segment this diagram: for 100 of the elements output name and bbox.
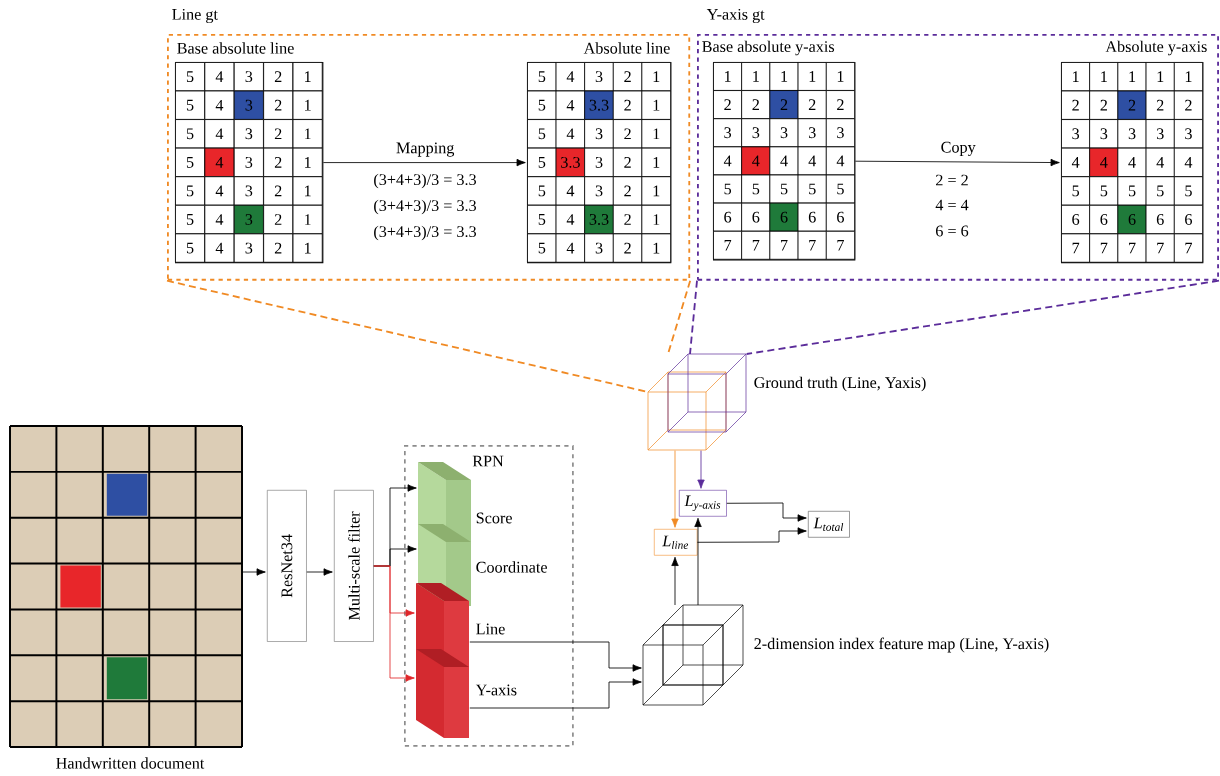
table-cell: 5 [797,174,827,204]
arrow [373,565,415,682]
table-cell: 6 [741,202,771,232]
grid-title: Absolute line [583,42,670,54]
table-cell: 4 [204,147,235,177]
grid-title: Base absolute y-axis [702,40,835,56]
table-cell: 5 [527,176,557,206]
table-cell: 3 [713,118,743,148]
table-cell: 3 [233,90,264,120]
table-cell: 4 [797,146,827,176]
table-cell: 4 [555,233,586,263]
table-cell: 1 [641,204,672,235]
node-label: Y-axis [475,684,517,696]
table-cell: 4 [1173,147,1204,177]
table-cell: 5 [1117,176,1147,206]
table-cell: 1 [1089,62,1119,92]
table-cell: 2 [1117,90,1147,120]
table-cell: 2 [1173,90,1204,120]
node-label: 2-dimension index feature map (Line, Y-axis) [754,637,1049,653]
node-label: Coordinate [476,561,547,573]
panel-title: Line gt [172,8,218,24]
table-cell: 1 [769,62,799,91]
node-label: Ground truth (Line, Yaxis) [754,376,926,392]
table-cell: 5 [527,147,557,177]
table-cell: 4 [1145,147,1175,177]
table-cell: 2 [263,233,294,263]
table-cell: 2 [825,90,856,119]
table-cell: 4 [204,90,235,120]
arrow [671,556,679,606]
table-cell: 1 [641,62,672,92]
loss-box: L$_{line}$ [654,529,698,556]
table-cell: 1 [641,176,672,206]
table-cell: 2 [263,119,294,149]
table-cell: 5 [175,176,206,206]
table-cell: 5 [527,90,557,120]
table-cell: 5 [175,204,206,235]
table-cell: 3 [584,176,614,206]
table-cell: 7 [1145,233,1175,263]
table-cell: 2 [741,90,771,119]
node-label: Score [476,512,512,524]
table-cell: 2 [263,204,294,235]
table-cell: 1 [641,147,672,177]
grid-title: Base absolute line [177,42,294,54]
formula-text: 4 = 4 [935,199,969,211]
table-cell: 5 [769,174,799,204]
table-cell: 2 [612,119,643,149]
table-cell: 5 [527,62,557,92]
table-cell: 3 [233,147,264,177]
table-cell: 3 [233,204,264,235]
table-cell: 6 [825,202,856,232]
table-cell: 1 [292,147,323,177]
table-cell: 5 [1089,176,1119,206]
formula-text: 2 = 2 [936,174,968,186]
table-cell: 2 [612,233,643,263]
table-cell: 1 [1173,62,1204,92]
table-cell: 4 [204,119,235,149]
table-cell: 7 [713,230,743,260]
table-cell: 5 [825,174,856,204]
table-cell: 1 [292,90,323,120]
arrow [322,158,526,167]
arrow [306,568,333,576]
table-cell: 6 [769,202,799,232]
table-cell: 1 [292,204,323,235]
table-cell: 5 [1061,176,1091,206]
table-cell: 1 [292,119,323,149]
table-cell: 3 [741,118,771,148]
edge-label: Mapping [394,141,456,159]
table-cell: 7 [741,230,771,260]
arrow [469,641,642,672]
table-cell: 5 [527,233,557,263]
table-cell: 3 [233,233,264,263]
table-cell: 3 [1117,119,1147,149]
table-cell: 2 [1061,90,1091,120]
table-cell: 1 [1145,62,1175,92]
table-cell: 3 [825,118,856,148]
loss-box: L$_{total}$ [808,511,850,538]
node-label: Line [476,623,505,635]
table-cell: 2 [612,176,643,206]
table-cell: 5 [1145,176,1175,206]
table-cell: 4 [741,146,771,176]
table-cell: 4 [204,233,235,263]
arrow [697,450,705,489]
table-cell: 3 [584,119,614,149]
table-cell: 4 [1061,147,1091,177]
table-cell: 1 [292,62,323,92]
table-cell: 2 [1089,90,1119,120]
table-cell: 2 [263,90,294,120]
arrow [694,517,702,606]
table-cell: 4 [769,146,799,176]
table-cell: 2 [612,62,643,92]
table-cell: 7 [1061,233,1091,263]
table-cell: 6 [1173,204,1204,235]
table-cell: 3 [584,147,614,177]
table-cell: 3 [233,176,264,206]
table-cell: 3 [769,118,799,148]
table-cell: 2 [612,147,643,177]
table-cell: 4 [555,176,586,206]
table-cell: 5 [527,204,557,235]
formula-text: (3+4+3)/3 = 3.3 [374,225,476,241]
table-cell: 3 [1089,119,1119,149]
